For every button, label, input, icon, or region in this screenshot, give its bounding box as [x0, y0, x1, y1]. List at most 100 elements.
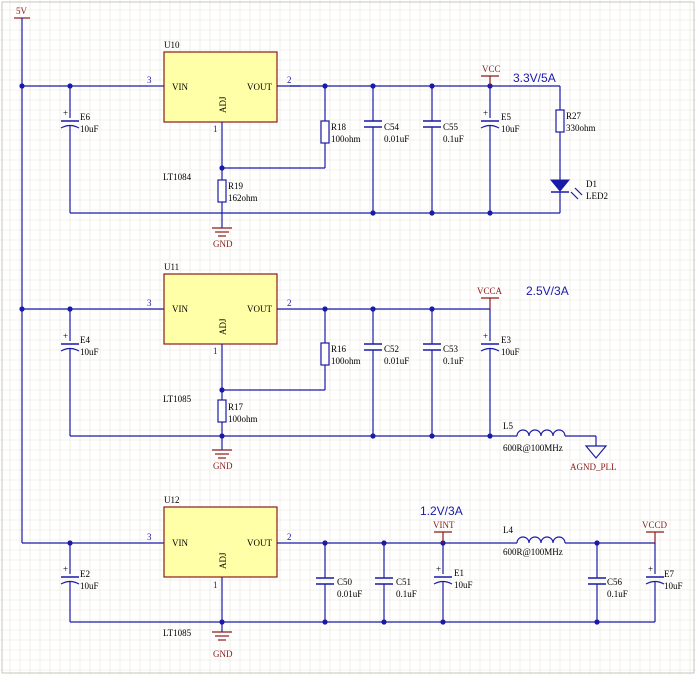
cap-ref: C53	[443, 344, 459, 354]
pin-adj: ADJ	[218, 96, 228, 113]
rail-rating: 1.2V/3A	[420, 504, 463, 518]
inductor-value: 600R@100MHz	[503, 547, 563, 557]
svg-text:+: +	[483, 108, 488, 118]
ic-u12	[163, 506, 278, 578]
cap-value: 10uF	[454, 580, 473, 590]
cap-ref: C51	[396, 577, 411, 587]
resistor-ref: R18	[331, 122, 347, 132]
rail-rating: 2.5V/3A	[526, 284, 569, 298]
cap-value: 0.1uF	[607, 589, 628, 599]
inductor-ref: L4	[503, 525, 513, 535]
regulator-section-u10: + E6 10uF U10 VIN VOUT ADJ LT1084 3 2 1 …	[22, 40, 608, 249]
cap-ref: C52	[384, 344, 399, 354]
ic-u10	[163, 51, 278, 123]
cap-value: 0.01uF	[384, 356, 409, 366]
cap-value: 10uF	[80, 124, 99, 134]
cap-value: 0.01uF	[337, 589, 362, 599]
pin-number: 3	[147, 75, 152, 85]
cap-value: 10uF	[501, 124, 520, 134]
cap-ref: E6	[80, 112, 90, 122]
cap-value: 10uF	[501, 347, 520, 357]
cap-ref: C56	[607, 577, 623, 587]
cap-ref: C54	[384, 122, 400, 132]
cap-value: 10uF	[664, 581, 683, 591]
rail-rating: 3.3V/5A	[513, 71, 556, 85]
resistor-ref: R27	[566, 111, 582, 121]
agnd-symbol	[584, 445, 608, 459]
pin-adj: ADJ	[218, 318, 228, 335]
resistor-value: 100ohm	[228, 414, 258, 424]
pin-vout: VOUT	[247, 538, 272, 548]
led-d1	[549, 179, 571, 192]
cap-ref: E4	[80, 335, 90, 345]
gnd-label: GND	[213, 461, 233, 471]
resistor-value: 100ohm	[331, 134, 361, 144]
ic-part: LT1084	[163, 172, 192, 182]
regulator-section-u11: + E4 10uF U11 VIN VOUT ADJ LT1085 3 2 1 …	[22, 262, 617, 472]
inductor-l4	[516, 536, 566, 544]
gnd-label: GND	[213, 649, 233, 659]
resistor-ref: R17	[228, 402, 244, 412]
resistor-value: 330ohm	[566, 123, 596, 133]
inductor-l5	[516, 429, 566, 437]
cap-value: 0.01uF	[384, 134, 409, 144]
pin-number: 2	[287, 298, 292, 308]
cap-ref: E1	[454, 568, 464, 578]
rail-label: VCCD	[642, 520, 668, 530]
gnd-label: GND	[213, 239, 233, 249]
cap-value: 0.1uF	[396, 589, 417, 599]
ic-ref: U11	[164, 262, 179, 272]
cap-ref: E3	[501, 335, 511, 345]
agnd-label: AGND_PLL	[570, 462, 617, 472]
cap-value: 0.1uF	[443, 356, 464, 366]
pin-vin: VIN	[172, 304, 188, 314]
ic-ref: U12	[164, 495, 180, 505]
resistor-value: 100ohm	[331, 356, 361, 366]
cap-value: 10uF	[80, 347, 99, 357]
supply-5v: 5V	[14, 6, 30, 543]
inductor-ref: L5	[503, 421, 513, 431]
resistor-ref: R16	[331, 344, 347, 354]
svg-text:+: +	[436, 564, 441, 574]
pin-number: 3	[147, 298, 152, 308]
ic-part: LT1085	[163, 394, 192, 404]
pin-number: 1	[213, 346, 218, 356]
svg-text:+: +	[63, 564, 68, 574]
pin-vout: VOUT	[247, 304, 272, 314]
pin-vout: VOUT	[247, 82, 272, 92]
inductor-value: 600R@100MHz	[503, 443, 563, 453]
cap-ref: E7	[664, 569, 674, 579]
led-value: LED2	[586, 191, 608, 201]
svg-text:+: +	[483, 331, 488, 341]
led-ref: D1	[586, 179, 597, 189]
cap-value: 10uF	[80, 581, 99, 591]
pin-number: 1	[213, 124, 218, 134]
pin-vin: VIN	[172, 538, 188, 548]
pin-number: 3	[147, 532, 152, 542]
supply-label: 5V	[16, 6, 28, 16]
ic-part: LT1085	[163, 628, 192, 638]
ic-u11	[163, 273, 278, 345]
pin-number: 1	[213, 580, 218, 590]
ic-ref: U10	[164, 40, 180, 50]
cap-ref: E5	[501, 112, 511, 122]
svg-text:+: +	[63, 108, 68, 118]
cap-ref: C50	[337, 577, 353, 587]
rail-label: VCC	[482, 64, 501, 74]
cap-ref: C55	[443, 122, 459, 132]
cap-value: 0.1uF	[443, 134, 464, 144]
rail-label: VINT	[433, 520, 455, 530]
pin-vin: VIN	[172, 82, 188, 92]
svg-text:+: +	[63, 331, 68, 341]
resistor-ref: R19	[228, 181, 244, 191]
regulator-section-u12: + E2 10uF U12 VIN VOUT ADJ LT1085 3 2 1 …	[22, 495, 683, 659]
pin-number: 2	[287, 75, 292, 85]
pin-number: 2	[287, 532, 292, 542]
rail-label: VCCA	[477, 286, 503, 296]
svg-text:+: +	[648, 564, 653, 574]
cap-ref: E2	[80, 569, 90, 579]
pin-adj: ADJ	[218, 552, 228, 569]
